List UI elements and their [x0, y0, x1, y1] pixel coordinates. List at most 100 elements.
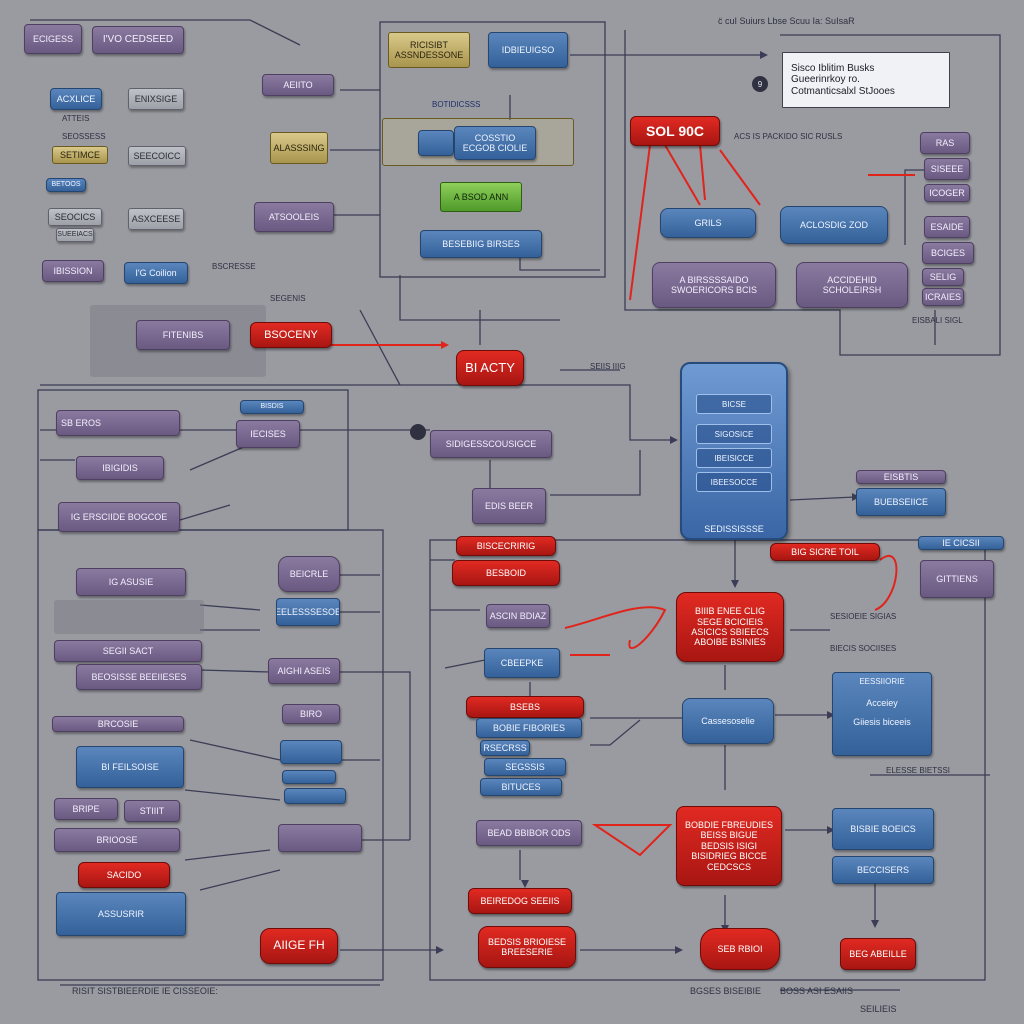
node-lm-blue-2[interactable]: [282, 770, 336, 784]
node-coilion[interactable]: I'G Coilion: [124, 262, 188, 284]
node-idbieuigso[interactable]: IDBIEUIGSO: [488, 32, 568, 68]
node-bisdis[interactable]: BISDIS: [240, 400, 304, 414]
node-beg-abeille[interactable]: BEG ABEILLE: [840, 938, 916, 970]
node-stiiit[interactable]: STIIIT: [124, 800, 180, 822]
info-line-2: Gueerinrkoy ro.: [791, 74, 860, 86]
node-eelessse[interactable]: EELESSSESOE: [276, 598, 340, 626]
node-segii[interactable]: SEGII SACT: [54, 640, 202, 662]
node-asxceese[interactable]: ASXCEESE: [128, 208, 184, 230]
node-aeiito[interactable]: AEIITO: [262, 74, 334, 96]
node-sb-eros[interactable]: SB EROS: [56, 410, 180, 436]
node-sueeiacs[interactable]: SUEEIACS: [56, 228, 94, 242]
node-bead-bbibor[interactable]: BEAD BBIBOR ODS: [476, 820, 582, 846]
node-seecoicc[interactable]: SEECOICC: [128, 146, 186, 166]
node-fitenibs[interactable]: FITENIBS: [136, 320, 230, 350]
stack-3[interactable]: ICOGER: [924, 184, 970, 202]
node-besboid[interactable]: BESBOID: [452, 560, 560, 586]
node-vo-cedseed[interactable]: I'VO CEDSEED: [92, 26, 184, 54]
node-briooose[interactable]: BRIOOSE: [54, 828, 180, 852]
node-beicrle[interactable]: BEICRLE: [278, 556, 340, 592]
footer-center: BGSES BISEIBIE: [690, 986, 762, 996]
node-bituces[interactable]: BITUCES: [480, 778, 562, 796]
node-edis[interactable]: EDIS BEER: [472, 488, 546, 524]
node-besebiig[interactable]: BESEBIIG BIRSES: [420, 230, 542, 258]
note-atteis: ATTEIS: [62, 114, 90, 123]
node-aighi[interactable]: AIGHI ASEIS: [268, 658, 340, 684]
node-sicre-toil[interactable]: BIG SICRE TOIL: [770, 543, 880, 561]
node-enixsige[interactable]: ENIXSIGE: [128, 88, 184, 110]
node-lm-blue-1[interactable]: [280, 740, 342, 764]
node-cosstio[interactable]: COSSTIO ECGOB CIOLIE: [454, 126, 536, 160]
node-asusie[interactable]: IG ASUSIE: [76, 568, 186, 596]
hub-node-1[interactable]: BIIIB ENEE CLIG SEGE BCICIEIS ASICICS SB…: [676, 592, 784, 662]
node-beiredog[interactable]: BEIREDOG SEEIIS: [468, 888, 572, 914]
node-segssis[interactable]: SEGSSIS: [484, 758, 566, 776]
node-bedsis-brioiese[interactable]: BEDSIS BRIOIESE BREESERIE: [478, 926, 576, 968]
node-bripe[interactable]: BRIPE: [54, 798, 118, 820]
node-birssss[interactable]: A BIRSSSSAIDO SWOERICORS BCIS: [652, 262, 776, 308]
node-aiige-fh[interactable]: AIIGE FH: [260, 928, 338, 964]
node-ibission[interactable]: IBISSION: [42, 260, 104, 282]
node-accidehid[interactable]: ACCIDEHID SCHOLEIRSH: [796, 262, 908, 308]
node-beccisers[interactable]: BECCISERS: [832, 856, 934, 884]
stack-5[interactable]: BCIGES: [922, 242, 974, 264]
node-a-bsod[interactable]: A BSOD ANN: [440, 182, 522, 212]
stack-4[interactable]: ESAIDE: [924, 216, 970, 238]
node-bi-feil[interactable]: BI FEILSOISE: [76, 746, 184, 788]
card-title: EESSIIORIE: [859, 677, 905, 686]
info-box: Sisco Iblitim Busks Gueerinrkoy ro. Cotm…: [782, 52, 950, 108]
sql-title[interactable]: SOL 90C: [630, 116, 720, 146]
node-gittiens[interactable]: GITTIENS: [920, 560, 994, 598]
node-cicsii[interactable]: IE CICSII: [918, 536, 1004, 550]
node-bobie[interactable]: BOBIE FIBORIES: [476, 718, 582, 738]
node-erscii[interactable]: IG ERSCIIDE BOGCOE: [58, 502, 180, 532]
node-lm-blue-3[interactable]: [284, 788, 346, 804]
node-seb-rbioi[interactable]: SEB RBIOI: [700, 928, 780, 970]
footer-right: BOSS ASI ESAIIS: [780, 986, 854, 996]
note-segenis: SEGENIS: [270, 294, 306, 303]
node-ricisibt[interactable]: RICISIBT ASSNDESSONE: [388, 32, 470, 68]
bi-badge: [410, 424, 426, 440]
node-sacido[interactable]: SACIDO: [78, 862, 170, 888]
stack-7[interactable]: ICRAIES: [922, 288, 964, 306]
node-bi-acty[interactable]: BI ACTY: [456, 350, 524, 386]
hub1-line-1: BIIIB ENEE CLIG: [694, 606, 766, 617]
node-alasssing[interactable]: ALASSSING: [270, 132, 328, 164]
card-right[interactable]: EESSIIORIE Acceiey Giiesis biceeis: [832, 672, 932, 756]
hub2-line-2: BEISS BIGUE: [700, 830, 758, 841]
hub-node-2[interactable]: BOBDIE FBREUDIES BEISS BIGUE BEDSIS ISIG…: [676, 806, 782, 886]
node-bsebs[interactable]: BSEBS: [466, 696, 584, 718]
node-cbeepke[interactable]: CBEEPKE: [484, 648, 560, 678]
node-rsecrss[interactable]: RSECRSS: [480, 740, 530, 756]
node-buebseiice[interactable]: BUEBSEIICE: [856, 488, 946, 516]
node-betoos[interactable]: BETOOS: [46, 178, 86, 192]
node-small-blue[interactable]: [418, 130, 454, 156]
stack-2[interactable]: SISEEE: [924, 158, 970, 180]
stack-6[interactable]: SELIG: [922, 268, 964, 286]
node-grils[interactable]: GRILS: [660, 208, 756, 238]
node-biro[interactable]: BIRO: [282, 704, 340, 724]
node-ascin[interactable]: ASCIN BDIAZ: [486, 604, 550, 628]
node-aclosdig[interactable]: ACLOSDIG ZOD: [780, 206, 888, 244]
node-beosisse[interactable]: BEOSISSE BEEIIESES: [76, 664, 202, 690]
node-bisbie[interactable]: BISBIE BOEICS: [832, 808, 934, 850]
node-setimce[interactable]: SETIMCE: [52, 146, 108, 164]
db-shelf-4: IBEESOCCE: [696, 472, 772, 492]
node-acxlice[interactable]: ACXLICE: [50, 88, 102, 110]
database-server[interactable]: BICSE SIGOSICE IBEISICCE IBEESOCCE SEDIS…: [680, 362, 788, 540]
node-atsooleis[interactable]: ATSOOLEIS: [254, 202, 334, 232]
node-cassesoselie[interactable]: Cassesoselie: [682, 698, 774, 744]
node-bsoceny[interactable]: BSOCENY: [250, 322, 332, 348]
node-eisbtis[interactable]: EISBTIS: [856, 470, 946, 484]
node-ecigess[interactable]: ECIGESS: [24, 24, 82, 54]
stack-1[interactable]: RAS: [920, 132, 970, 154]
node-ibigidis[interactable]: IBIGIDIS: [76, 456, 164, 480]
node-assusrir[interactable]: ASSUSRIR: [56, 892, 186, 936]
node-iecises[interactable]: IECISES: [236, 420, 300, 448]
hub2-line-5: CEDCSCS: [706, 861, 751, 872]
node-lm-purple-stack[interactable]: [278, 824, 362, 852]
node-brcosie[interactable]: BRCOSIE: [52, 716, 184, 732]
node-seocics[interactable]: SEOCICS: [48, 208, 102, 226]
node-biscecririg[interactable]: BISCECRIRIG: [456, 536, 556, 556]
node-sidiges[interactable]: SIDIGESSCOUSIGCE: [430, 430, 552, 458]
